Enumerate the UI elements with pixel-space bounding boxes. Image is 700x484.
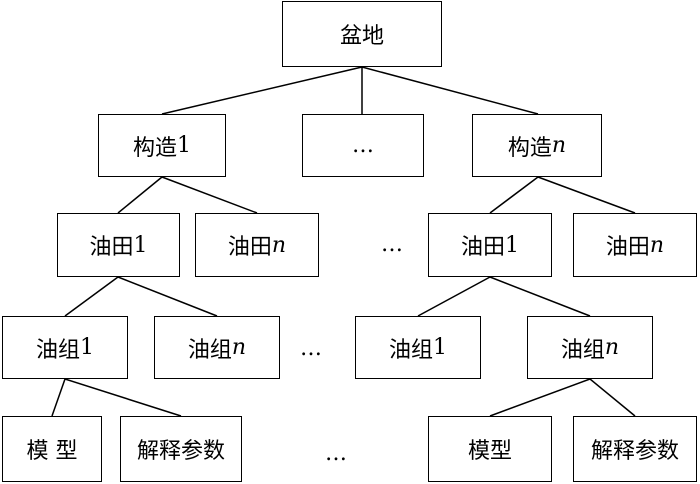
edge-groupn-model-right [489,378,591,417]
node-group-1-left-prefix: 油组 [35,337,80,363]
node-params-right-label: 解释参数 [590,439,679,464]
node-structure-n-prefix: 构造 [507,135,552,161]
node-oilfield-n-left-index: n [271,232,287,258]
node-oilfield-1-left-prefix: 油田 [89,235,134,260]
node-oilfield-1-left-index: 1 [133,232,148,258]
node-basin: 盆地 [282,1,442,67]
node-group-1-left-index: 1 [80,335,94,360]
leaf-gap-ellipsis: … [325,441,348,466]
group-gap-ellipsis-label: … [300,336,323,361]
edge-oilfield1-group1-right [417,276,491,317]
edge-structuren-oilfieldn [537,176,636,214]
node-oilfield-n-left-prefix: 油田 [227,235,272,260]
node-group-n-right-index: n [604,335,620,360]
edge-oilfield1-groupn-right [489,276,591,317]
edge-oilfield1-group1-left [64,276,119,317]
node-group-n-right-prefix: 油组 [560,337,605,363]
edge-structure1-oilfieldn [161,176,258,214]
edge-group1-model-left [51,378,66,417]
node-group-1-right-index: 1 [433,335,447,360]
node-oilfield-1-right-index: 1 [505,232,519,258]
node-group-n-left-prefix: 油组 [187,337,232,363]
node-params-right: 解释参数 [573,416,697,482]
edge-oilfield1-groupn-left [117,276,218,317]
node-basin-label: 盆地 [339,24,384,49]
node-group-n-left-index: n [231,335,247,360]
edge-groupn-params-right [589,378,636,417]
node-oilfield-n-right-prefix: 油田 [605,235,650,260]
leaf-gap-ellipsis-label: … [325,441,348,466]
node-structure-1-prefix: 构造 [132,135,177,161]
edge-structure1-oilfield1 [117,176,163,214]
node-structure-n-index: n [551,133,567,158]
node-model-right: 模型 [428,416,552,482]
node-group-1-right-prefix: 油组 [388,337,433,363]
edge-structuren-oilfield1 [489,176,539,214]
node-params-left-label: 解释参数 [136,439,225,464]
oilfield-gap-ellipsis-label: … [381,232,404,257]
node-structure-1-index: 1 [177,133,191,158]
node-structure-ellipsis-label: … [352,133,374,158]
node-model-left-label: 模 型 [26,439,78,464]
node-model-left: 模 型 [2,416,102,482]
edge-group1-params-left [64,378,182,417]
node-params-left: 解释参数 [120,416,242,482]
node-model-right-label: 模型 [467,439,512,464]
node-oilfield-n-right-index: n [649,232,665,258]
node-structure-ellipsis: … [302,114,424,177]
edge-root-structure-n [361,66,539,115]
group-gap-ellipsis: … [300,336,323,361]
edge-root-structure-1 [161,66,363,115]
oilfield-gap-ellipsis: … [381,232,404,257]
node-oilfield-1-right-prefix: 油田 [460,235,505,260]
